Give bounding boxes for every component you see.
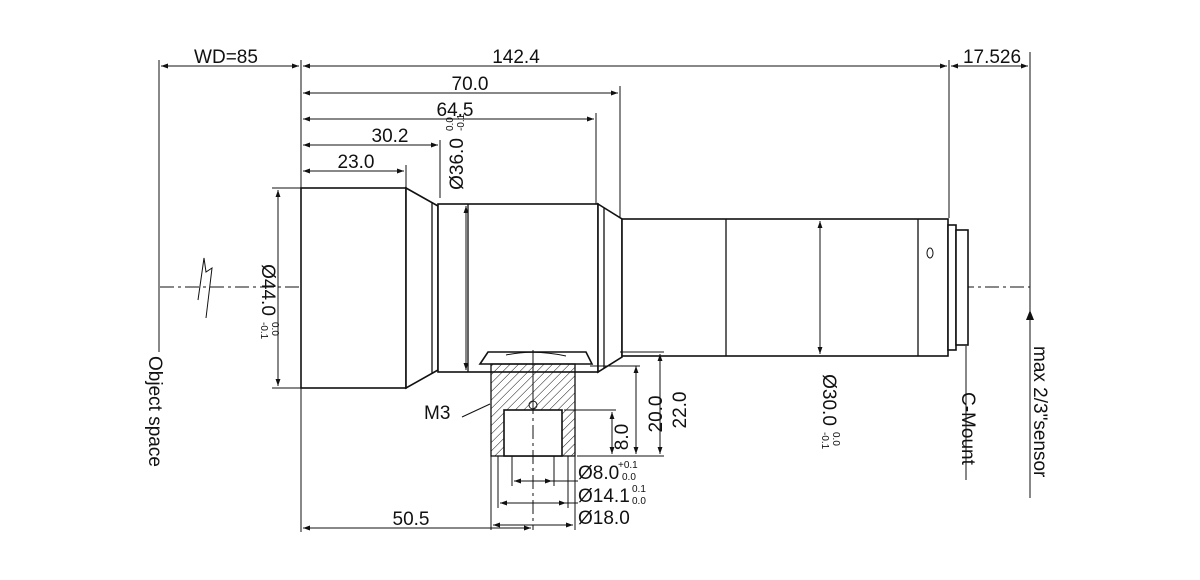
screw-mark — [926, 247, 934, 259]
d30-label: Ø30.0 — [818, 374, 839, 426]
d14-tol-upper: 0.1 — [632, 484, 646, 495]
c-mount-ring — [947, 224, 957, 351]
d30-tol-upper: 0.0 — [830, 432, 841, 446]
d14-tol-lower: 0.0 — [632, 496, 646, 507]
d18-label: Ø18.0 — [578, 508, 630, 529]
dim-50-label: 50.5 — [393, 509, 430, 530]
rear-taper — [597, 202, 623, 374]
vertical-dimension-labels: 22.0 20.0 8.0 Ø44.0 0.0 -0.1 Ø36.0 0.0 -… — [257, 113, 841, 450]
c-mount-thread — [955, 229, 969, 346]
mounting-block — [478, 350, 594, 530]
d36-label-group: Ø36.0 0.0 -0.1 — [445, 113, 468, 190]
dim-23-label: 23.0 — [338, 152, 375, 173]
wd-label: WD=85 — [194, 47, 258, 68]
extension-lines — [158, 52, 1031, 532]
middle-barrel — [437, 203, 599, 373]
d44-tol-upper: 0.0 — [269, 322, 280, 336]
d8-label: Ø8.0 — [578, 463, 619, 484]
thread-leader — [461, 403, 491, 418]
horizontal-dimension-labels: WD=85 142.4 17.526 70.0 64.5 30.2 23.0 5… — [194, 47, 1021, 530]
object-space-label: Object space — [144, 356, 165, 467]
d44-label-group: Ø44.0 0.0 -0.1 — [257, 264, 280, 340]
rear-barrel — [621, 218, 949, 357]
d36-tol-lower: -0.1 — [456, 113, 467, 131]
h8-label: 8.0 — [612, 424, 633, 450]
axis-break-mark — [197, 257, 213, 319]
mount-label: C-Mount — [957, 392, 978, 466]
horizontal-dimensions — [161, 63, 1028, 531]
dim-70-label: 70.0 — [452, 74, 489, 95]
front-barrel — [300, 187, 407, 389]
d30-label-group: Ø30.0 0.0 -0.1 — [818, 374, 841, 450]
h20-label: 20.0 — [646, 396, 667, 433]
sensor-gap-label: 17.526 — [963, 47, 1021, 68]
dim-64-label: 64.5 — [437, 100, 474, 121]
h22-label: 22.0 — [670, 392, 691, 429]
total-length-label: 142.4 — [492, 47, 540, 68]
sensor-label: max 2/3"sensor — [1029, 346, 1050, 478]
sensor-arrow — [1026, 310, 1034, 320]
d36-label: Ø36.0 — [447, 138, 468, 190]
thread-label: M3 — [424, 403, 450, 424]
block-saddle — [478, 351, 594, 365]
vertical-dimensions — [275, 190, 823, 457]
d36-tol-upper: 0.0 — [445, 117, 456, 131]
d8-tol-lower: 0.0 — [622, 472, 636, 483]
annotation-labels: M3 Object space C-Mount max 2/3"sensor — [144, 310, 1050, 480]
front-taper — [405, 186, 439, 390]
d30-tol-lower: -0.1 — [819, 432, 830, 450]
d8-tol-upper: +0.1 — [618, 460, 638, 471]
dim-30-label: 30.2 — [372, 126, 409, 147]
lens-body — [300, 186, 969, 390]
d14-label: Ø14.1 — [578, 486, 630, 507]
d44-label: Ø44.0 — [257, 264, 278, 316]
bore-dimensions: Ø8.0 +0.1 0.0 Ø14.1 0.1 0.0 Ø18.0 — [490, 456, 646, 530]
d44-tol-lower: -0.1 — [258, 322, 269, 340]
